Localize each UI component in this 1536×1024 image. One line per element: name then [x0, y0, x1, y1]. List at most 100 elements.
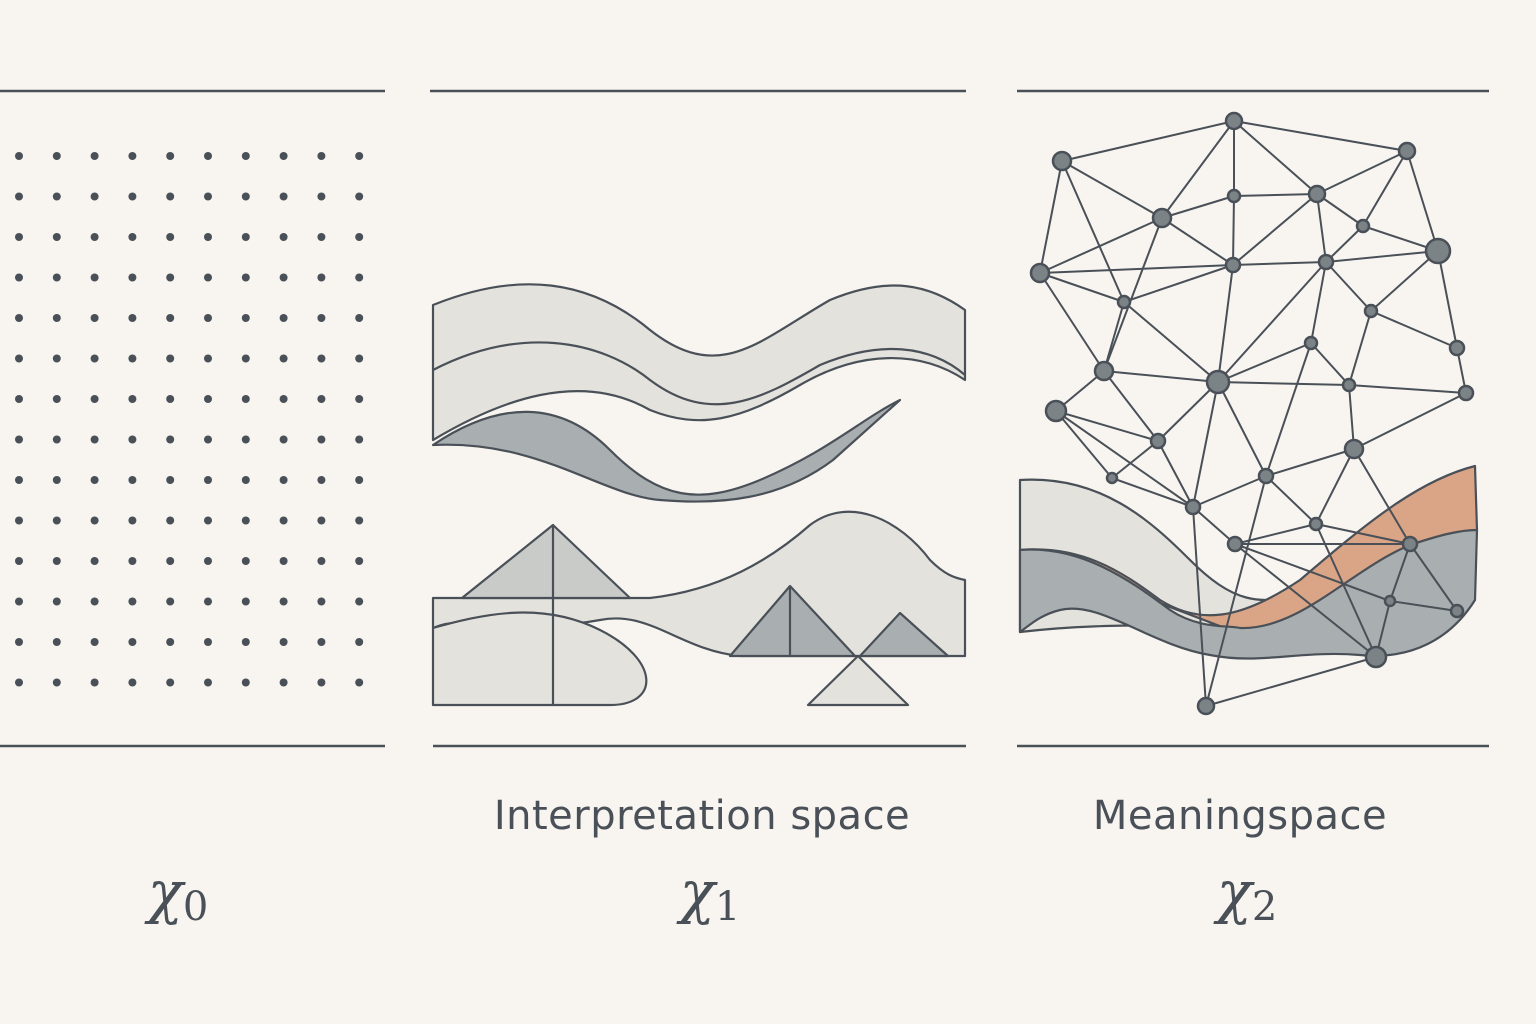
- network-edge: [1234, 543, 1377, 658]
- grid-dot: [90, 395, 99, 403]
- grid-dot: [128, 273, 137, 282]
- network-edge: [1348, 310, 1372, 386]
- grid-dot: [128, 354, 137, 363]
- grid-dot: [317, 354, 326, 363]
- grid-dot: [128, 516, 137, 525]
- grid-dot: [279, 597, 288, 606]
- grid-dot: [279, 557, 288, 565]
- network-node: [1116, 294, 1132, 310]
- network-edge: [1217, 381, 1267, 477]
- grid-dot: [355, 435, 364, 444]
- symbol-chi: χ: [679, 858, 715, 926]
- grid-dot: [355, 314, 364, 322]
- network-edge: [1061, 160, 1125, 303]
- grid-dot: [15, 192, 23, 201]
- network-node: [1343, 438, 1365, 460]
- triangle-middle: [728, 584, 857, 658]
- grid-dot: [52, 516, 61, 525]
- network-node: [1257, 467, 1275, 485]
- network-node: [1424, 237, 1452, 265]
- network-edge: [1103, 217, 1163, 372]
- network-edge: [1192, 506, 1236, 545]
- network-edge: [1234, 523, 1317, 545]
- network-nodes: [1029, 111, 1475, 716]
- network-node: [1051, 150, 1073, 172]
- network-edge: [1325, 261, 1372, 312]
- network-node: [1205, 369, 1231, 395]
- grid-dot: [279, 233, 288, 241]
- grid-dot: [279, 395, 288, 403]
- network-edge: [1353, 448, 1411, 545]
- network-edge: [1325, 225, 1364, 263]
- symbol-subscript: 0: [182, 884, 209, 930]
- network-node: [1449, 603, 1465, 619]
- grid-dot: [166, 557, 175, 565]
- interpretation-waves: [431, 283, 967, 707]
- grid-dot: [355, 192, 364, 201]
- grid-dot: [355, 152, 364, 160]
- network-node: [1149, 432, 1167, 450]
- network-node: [1029, 262, 1051, 284]
- grid-dot: [166, 597, 175, 606]
- grid-dot: [204, 354, 212, 363]
- grid-dot: [15, 354, 23, 363]
- network-edge: [1232, 195, 1235, 266]
- network-edge: [1039, 264, 1234, 274]
- grid-dot: [204, 314, 212, 322]
- grid-dot: [279, 638, 288, 646]
- grid-dot: [279, 678, 288, 687]
- grid-dot: [90, 557, 99, 565]
- grid-dot: [52, 597, 61, 606]
- network-edge: [1315, 448, 1355, 525]
- grid-dot: [128, 597, 137, 606]
- grid-dot: [52, 395, 61, 403]
- network-node: [1308, 516, 1324, 532]
- network-node: [1317, 253, 1335, 271]
- grid-dot: [204, 435, 212, 444]
- network-edge: [1061, 160, 1163, 219]
- grid-dot: [166, 152, 175, 160]
- grid-dot: [52, 233, 61, 241]
- network-edge: [1217, 261, 1327, 383]
- grid-dot: [355, 273, 364, 282]
- symbol-chi-0: χ0: [148, 858, 209, 930]
- grid-dot: [241, 354, 250, 363]
- grid-dot: [128, 678, 137, 687]
- network-edge: [1039, 272, 1105, 372]
- grid-dot: [279, 516, 288, 525]
- grid-dot: [90, 476, 99, 484]
- grid-dot: [355, 678, 364, 687]
- grid-dot: [317, 476, 326, 484]
- grid-dot: [241, 314, 250, 322]
- network-edge: [1437, 250, 1458, 349]
- network-node: [1044, 399, 1068, 423]
- network-edge: [1161, 217, 1234, 266]
- network-edge: [1234, 543, 1391, 602]
- triangle-small: [858, 611, 950, 658]
- grid-dot: [15, 597, 23, 606]
- grid-dot: [166, 516, 175, 525]
- network-edge: [1233, 193, 1318, 197]
- grid-dot: [241, 435, 250, 444]
- network-edge: [1362, 150, 1408, 227]
- grid-dot: [317, 233, 326, 241]
- grid-dot: [204, 557, 212, 565]
- symbol-chi: χ: [1216, 858, 1252, 926]
- grid-dot: [279, 314, 288, 322]
- grid-dot: [355, 476, 364, 484]
- network-edge: [1055, 410, 1194, 508]
- network-edge: [1316, 150, 1408, 195]
- grid-dot: [317, 273, 326, 282]
- grid-dot: [52, 476, 61, 484]
- grid-dot: [166, 192, 175, 201]
- grid-dot: [15, 233, 23, 241]
- grid-dot: [166, 638, 175, 646]
- network-edge: [1123, 301, 1219, 383]
- symbol-chi-1: χ1: [680, 858, 741, 930]
- grid-dot: [52, 314, 61, 322]
- grid-dot: [52, 192, 61, 201]
- grid-dot: [241, 557, 250, 565]
- network-node: [1383, 594, 1397, 608]
- network-node: [1224, 111, 1244, 131]
